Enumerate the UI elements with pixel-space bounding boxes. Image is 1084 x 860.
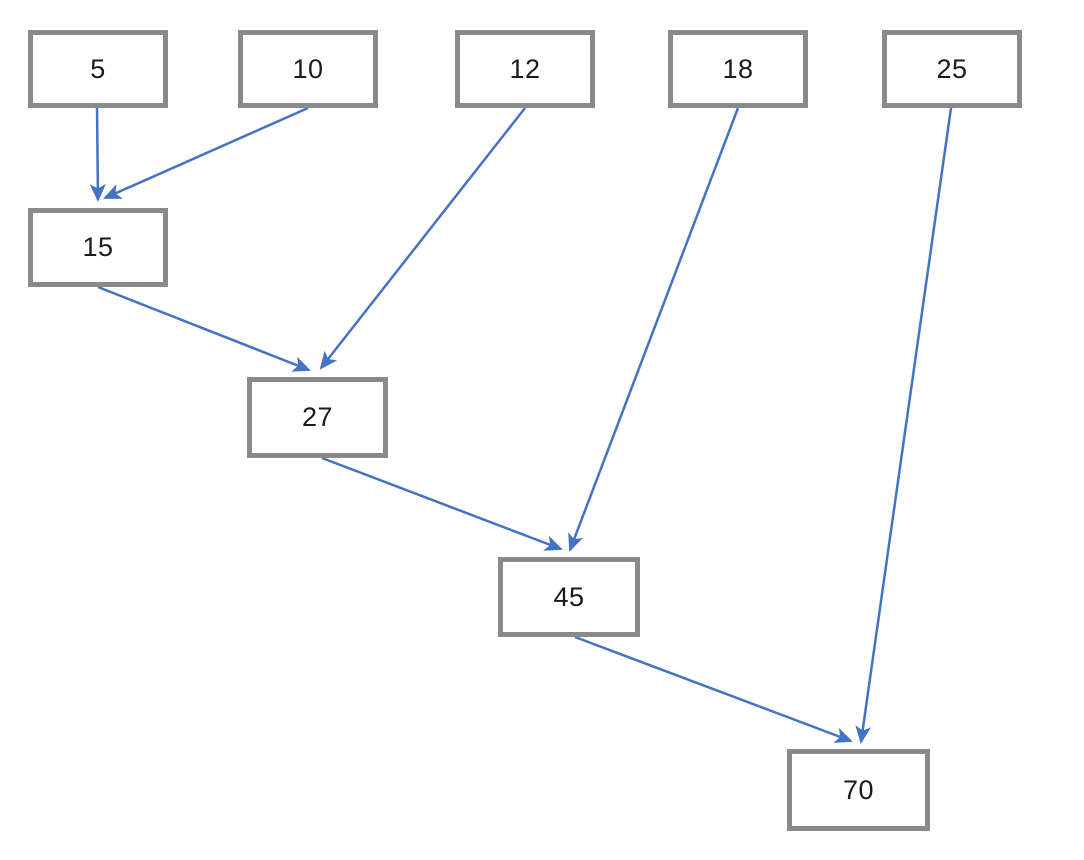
node-box-27: 27	[247, 377, 388, 458]
node-label: 15	[82, 232, 114, 262]
node-label: 10	[292, 53, 324, 84]
edge-arrow-n25-to-n70	[855, 107, 953, 744]
edge-arrow-n18-to-n45	[568, 107, 740, 552]
node-box-70: 70	[787, 749, 930, 831]
node-label: 5	[90, 53, 106, 84]
edge-arrow-n45-to-n70	[574, 635, 853, 743]
node-box-5: 5	[28, 30, 168, 108]
node-label: 70	[842, 774, 875, 805]
node-label: 25	[936, 53, 968, 84]
node-box-45: 45	[498, 557, 640, 637]
edge-arrow-n10-to-n15	[103, 106, 309, 200]
node-box-18: 18	[668, 30, 808, 108]
node-box-15: 15	[28, 208, 168, 287]
edge-arrow-n15-to-n27	[97, 285, 311, 372]
edge-arrow-n12-to-n27	[319, 107, 526, 370]
node-label: 12	[509, 53, 541, 84]
node-label: 27	[301, 402, 334, 432]
node-label: 45	[553, 581, 585, 612]
edge-arrow-n27-to-n45	[321, 456, 563, 551]
node-box-10: 10	[238, 30, 378, 108]
edge-arrow-n5-to-n15	[89, 107, 106, 202]
node-box-25: 25	[882, 30, 1022, 108]
node-label: 18	[722, 53, 754, 84]
node-box-12: 12	[455, 30, 595, 108]
